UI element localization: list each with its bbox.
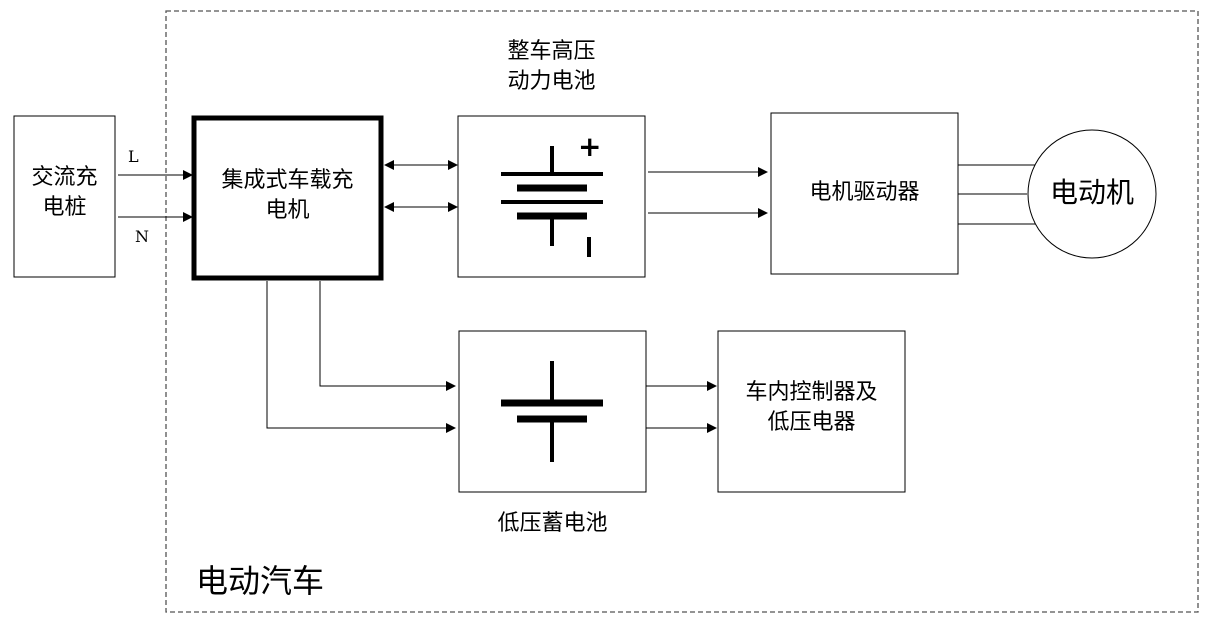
ctrl-line-2: 低压电器 bbox=[767, 409, 856, 435]
hv-battery-box bbox=[457, 115, 646, 278]
ac-pile-line-1: 交流充 bbox=[31, 165, 98, 190]
obc-line-1: 集成式车载充 bbox=[221, 168, 354, 193]
motor-label: 电动机 bbox=[1049, 176, 1134, 209]
integrated-obc-label: 集成式车载充 电机 bbox=[194, 166, 381, 225]
lv-battery-label: 低压蓄电池 bbox=[497, 511, 608, 536]
obc-to-lv-1 bbox=[319, 281, 456, 391]
obc-to-lv-2 bbox=[266, 281, 456, 433]
controllers-label: 车内控制器及 低压电器 bbox=[718, 378, 905, 437]
ac-charging-pile-box bbox=[13, 115, 116, 278]
ac-charging-pile-label: 交流充 电桩 bbox=[14, 163, 115, 222]
motor-driver-label: 电机驱动器 bbox=[809, 180, 920, 205]
wire-n-label: N bbox=[135, 227, 149, 246]
hv-line-2: 动力电池 bbox=[507, 68, 596, 94]
ev-boundary bbox=[165, 10, 1199, 613]
hv-battery-symbol-icon bbox=[501, 146, 603, 246]
ev-title: 电动汽车 bbox=[196, 562, 325, 600]
wire-l-label: L bbox=[128, 147, 139, 166]
controllers-box bbox=[717, 330, 906, 493]
integrated-obc-box bbox=[191, 115, 384, 281]
hv-line-1: 整车高压 bbox=[507, 39, 596, 64]
obc-line-2: 电机 bbox=[265, 197, 310, 223]
ac-pile-line-2: 电桩 bbox=[42, 194, 87, 220]
ctrl-line-1: 车内控制器及 bbox=[745, 380, 878, 405]
plus-sign: + bbox=[578, 130, 602, 163]
lv-battery-symbol-icon bbox=[501, 361, 603, 462]
lv-battery-box bbox=[458, 330, 647, 493]
hv-battery-label: 整车高压 动力电池 bbox=[458, 37, 645, 96]
motor-driver-box bbox=[770, 112, 959, 275]
minus-sign: - bbox=[587, 237, 591, 257]
motor-circle bbox=[1027, 129, 1157, 259]
